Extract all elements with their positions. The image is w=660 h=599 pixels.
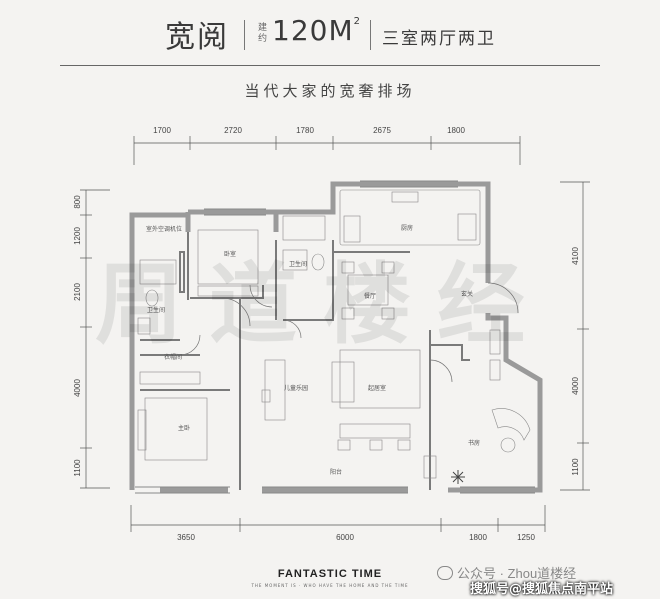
layout-type: 三室两厅两卫	[382, 29, 496, 49]
area-superscript: 2	[353, 16, 361, 27]
tagline: 当代大家的宽奢排场	[244, 82, 416, 100]
room-balcony: 阳台	[330, 468, 342, 476]
header-divider-2	[370, 20, 371, 50]
exterior-walls	[129, 181, 543, 493]
compass-icon	[451, 470, 465, 484]
dim-left-5: 1100	[73, 459, 82, 477]
dim-top-1: 1700	[153, 126, 171, 135]
watermark: 周道楼经	[95, 252, 551, 356]
unit-area: 120M2	[272, 14, 361, 47]
room-master: 主卧	[178, 424, 190, 432]
wechat-text: 公众号 · Zhou道楼经	[457, 566, 577, 581]
dim-right-2: 4000	[571, 377, 580, 395]
windows	[135, 180, 535, 494]
header: 宽阅 建约 120M2 三室两厅两卫	[0, 10, 660, 56]
room-dining: 餐厅	[364, 292, 376, 300]
area-value: 120M	[272, 14, 354, 47]
area-note: 建约	[258, 23, 268, 44]
dim-top-5: 1800	[447, 126, 465, 135]
dim-bottom-1: 3650	[177, 533, 195, 542]
room-labels: 室外空调机位 卧室 卫生间 卫生间 厨房 餐厅 玄关 衣帽间 主卧 儿童乐园 起…	[146, 224, 480, 476]
room-ac: 室外空调机位	[146, 225, 182, 233]
room-bath-main: 卫生间	[289, 260, 307, 268]
sohu-watermark: 搜狐号@搜狐焦点南平站	[470, 582, 614, 597]
room-bath2: 卫生间	[147, 306, 165, 314]
unit-name: 宽阅	[165, 20, 229, 55]
dim-left-2: 1200	[73, 227, 82, 245]
room-living: 起居室	[368, 384, 386, 392]
dim-right-3: 1100	[571, 458, 580, 476]
room-entry: 玄关	[461, 290, 473, 298]
footer-subtitle: THE MOMENT IS · WHO HAVE THE HOME AND TH…	[251, 583, 409, 588]
doors	[179, 282, 519, 383]
dim-left-1: 800	[73, 195, 82, 209]
dim-left-3: 2100	[73, 283, 82, 301]
dim-top-2: 2720	[224, 126, 242, 135]
footer-title: FANTASTIC TIME	[277, 568, 383, 580]
dim-bottom-2: 6000	[336, 533, 354, 542]
dim-top-4: 2675	[373, 126, 391, 135]
wechat-watermark: 公众号 · Zhou道楼经	[437, 563, 576, 582]
wechat-icon	[437, 566, 453, 580]
furniture	[137, 189, 531, 479]
header-divider	[244, 20, 245, 50]
dim-bottom-3: 1800	[469, 533, 487, 542]
dimension-labels: 1700 2720 1780 2675 1800 3650 6000 1800 …	[73, 126, 580, 542]
dim-bottom-4: 1250	[517, 533, 535, 542]
room-kids: 儿童乐园	[284, 384, 308, 392]
interior-walls	[140, 232, 470, 490]
dim-top-3: 1780	[296, 126, 314, 135]
header-rule	[60, 65, 600, 66]
dimension-lines	[80, 136, 590, 532]
room-bedroom2: 卧室	[224, 250, 236, 258]
room-kitchen: 厨房	[401, 224, 413, 232]
room-wardrobe: 衣帽间	[164, 353, 182, 361]
dim-left-4: 4000	[73, 379, 82, 397]
dim-right-1: 4100	[571, 247, 580, 265]
room-study: 书房	[468, 439, 480, 447]
